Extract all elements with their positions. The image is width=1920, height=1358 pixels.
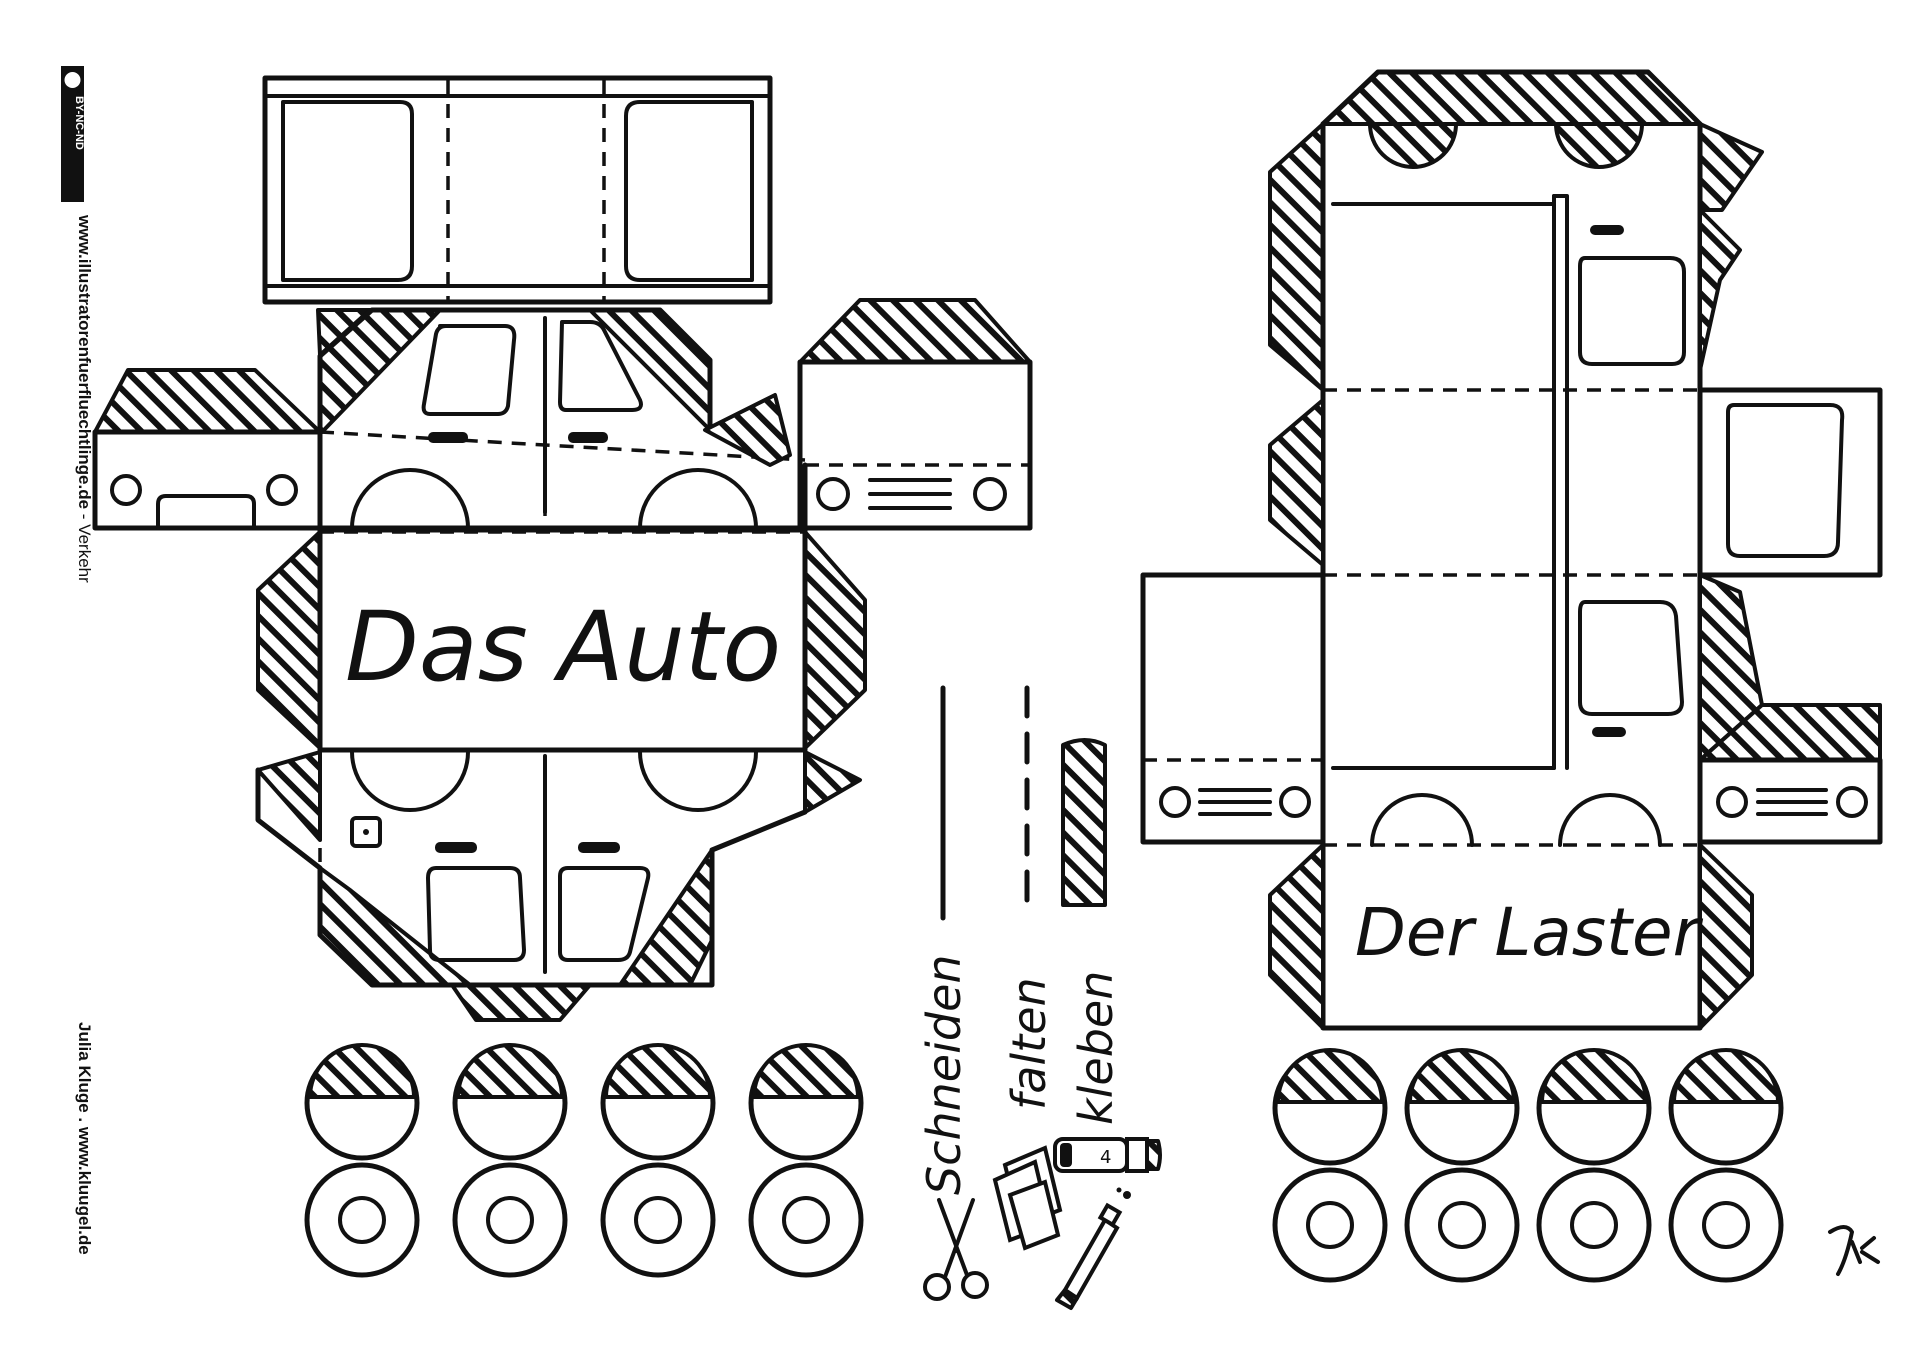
truck-wheel-3 xyxy=(1536,1048,1652,1283)
car-title: Das Auto xyxy=(345,591,781,703)
glue-stick-icon: 4 xyxy=(1053,1137,1162,1173)
fold-label: falten xyxy=(1002,977,1056,1110)
truck-title-panel: Der Laster xyxy=(1268,843,1754,1030)
car-lower-side xyxy=(255,750,862,1022)
topic-label: - Verkehr xyxy=(75,509,94,583)
car-front-panel xyxy=(797,298,1033,531)
car-rear-panel xyxy=(92,368,323,531)
car-wheel-2 xyxy=(452,1043,568,1278)
website-text: www.illustratorenfuerfluechtlinge.de - V… xyxy=(75,214,94,583)
truck-side-window-panel xyxy=(1697,387,1883,578)
glue-label: kleben xyxy=(1069,971,1123,1125)
truck-wheel-2 xyxy=(1404,1048,1520,1283)
sidebar: cc BY-NC-ND www.illustratorenfuerfluecht… xyxy=(61,66,94,1255)
truck-wheel-4 xyxy=(1668,1048,1784,1283)
car-wheel-1 xyxy=(304,1043,420,1278)
glue-area-sample xyxy=(1061,738,1107,907)
car-wheels xyxy=(304,1043,864,1278)
author-credit: Julia Kluge . www.kluugel.de xyxy=(75,1022,94,1255)
truck-wheel-1 xyxy=(1272,1048,1388,1283)
cut-label: Schneiden xyxy=(917,954,971,1195)
glue-tube-icon xyxy=(1055,1187,1131,1310)
car-title-panel: Das Auto xyxy=(256,527,867,753)
car-upper-side xyxy=(316,307,808,531)
legend: Schneiden falten kleben 4 xyxy=(917,685,1162,1310)
car-roof-panel xyxy=(262,75,773,305)
license-text: BY-NC-ND xyxy=(73,96,85,150)
website-url: www.illustratorenfuerfluechtlinge.de xyxy=(75,214,94,509)
truck-title: Der Laster xyxy=(1355,894,1704,971)
truck-front-panel xyxy=(1697,573,1883,845)
truck-wheels xyxy=(1272,1048,1784,1283)
car-wheel-3 xyxy=(600,1043,716,1278)
truck-body xyxy=(1268,121,1742,1031)
artist-signature xyxy=(1828,1225,1880,1276)
cc-symbol: cc xyxy=(74,86,84,96)
scissors-icon xyxy=(923,1198,989,1301)
car-net: Das Auto xyxy=(92,75,1033,1278)
truck-top-panel xyxy=(1268,69,1764,392)
truck-net: Der Laster xyxy=(1140,69,1883,1283)
paper-sheets-icon xyxy=(992,1145,1063,1251)
svg-text:4: 4 xyxy=(1100,1147,1111,1168)
truck-cargo-panel xyxy=(1140,572,1326,845)
cc-license-badge: cc BY-NC-ND xyxy=(61,66,85,202)
car-wheel-4 xyxy=(748,1043,864,1278)
